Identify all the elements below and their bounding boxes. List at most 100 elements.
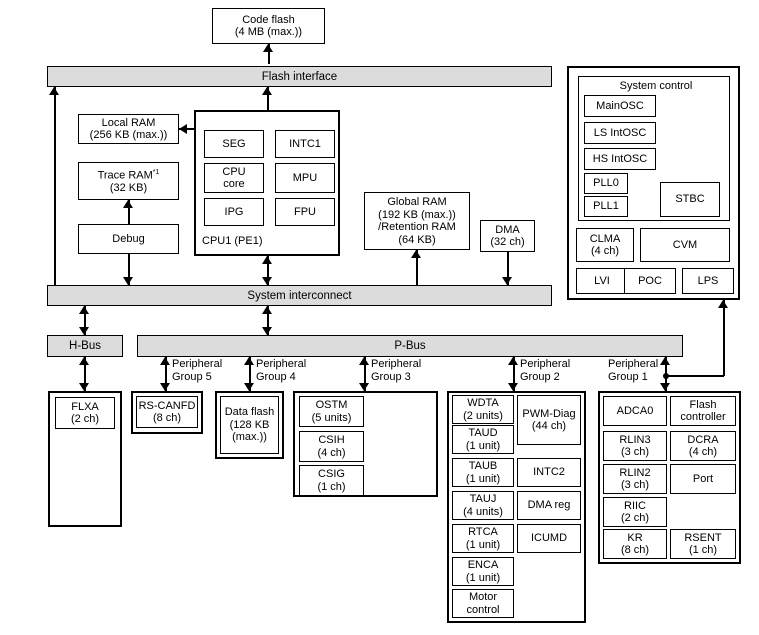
arrow-down-to-interconnect-cpu1	[262, 277, 272, 285]
line-interconnect-pbus	[267, 306, 269, 335]
line-cpu1-flashif	[267, 87, 269, 110]
block-trace-ram: Trace RAM*1(32 KB)	[78, 162, 179, 200]
line-pbus-group2	[513, 357, 515, 391]
block-rtca: RTCA (1 unit)	[452, 524, 514, 553]
block-dma-reg: DMA reg	[517, 491, 581, 520]
block-pwm-diag: PWM-Diag (44 ch)	[517, 395, 581, 445]
block-clma: CLMA (4 ch)	[576, 228, 634, 262]
block-lps: LPS	[682, 268, 734, 294]
block-flxa: FLXA (2 ch)	[55, 397, 115, 429]
block-local-ram: Local RAM (256 KB (max.))	[78, 114, 179, 144]
block-dma: DMA (32 ch)	[480, 220, 535, 252]
line-codeflash-flashif	[268, 44, 270, 64]
arrow-down-to-interconnect-dma	[502, 277, 512, 285]
block-enca: ENCA (1 unit)	[452, 557, 514, 586]
bar-p-bus: P-Bus	[137, 335, 683, 357]
block-data-flash: Data flash (128 KB (max.))	[220, 396, 279, 454]
block-mainosc: MainOSC	[584, 95, 656, 117]
arrow-up-group5	[160, 357, 170, 365]
block-code-flash: Code flash (4 MB (max.))	[212, 8, 325, 44]
block-rlin2: RLIN2 (3 ch)	[603, 464, 667, 494]
arrow-down-to-flxa	[79, 383, 89, 391]
label-peripheral-group-2: Peripheral Group 2	[520, 358, 571, 383]
label-cpu1-pe1: CPU1 (PE1)	[202, 235, 263, 247]
block-ostm: OSTM (5 units)	[299, 396, 364, 427]
trace-ram-text: Trace RAM*1(32 KB)	[97, 169, 160, 195]
block-ls-intosc: LS IntOSC	[584, 122, 656, 144]
arrow-down-group5	[160, 383, 170, 391]
block-taud: TAUD (1 unit)	[452, 425, 514, 454]
block-kr: KR (8 ch)	[603, 529, 667, 559]
label-peripheral-group-5: Peripheral Group 5	[172, 358, 223, 383]
block-dcra: DCRA (4 ch)	[670, 431, 736, 461]
arrow-up-to-interconnect-pbus	[262, 306, 272, 314]
arrow-left-to-localram	[179, 124, 187, 134]
arrow-up-to-codeflash	[263, 44, 273, 52]
block-rs-canfd: RS-CANFD (8 ch)	[136, 396, 198, 428]
line-hbus-flxa	[84, 357, 86, 391]
line-debug-interconnect	[128, 254, 130, 285]
block-icumd: ICUMD	[517, 524, 581, 553]
block-fpu: FPU	[275, 198, 335, 226]
arrow-down-to-pbus	[262, 327, 272, 335]
block-rsent: RSENT (1 ch)	[670, 529, 736, 559]
block-pll1: PLL1	[584, 196, 628, 217]
line-pbus-group4	[249, 357, 251, 391]
block-lvi: LVI	[576, 268, 628, 294]
arrow-down-group1	[660, 383, 670, 391]
block-hs-intosc: HS IntOSC	[584, 148, 656, 170]
block-cpu-core: CPU core	[204, 163, 264, 193]
block-motor-control: Motor control	[452, 589, 514, 618]
block-debug: Debug	[78, 224, 179, 254]
block-intc1: INTC1	[275, 130, 335, 158]
line-cpu1-localram	[179, 128, 195, 130]
block-port: Port	[670, 464, 736, 494]
label-system-control: System control	[619, 80, 693, 92]
line-pbus-group5	[165, 357, 167, 391]
arrow-up-group4	[244, 357, 254, 365]
line-dma-interconnect	[507, 252, 509, 285]
block-mpu: MPU	[275, 163, 335, 193]
arrow-up-group1	[660, 357, 670, 365]
arrow-up-to-traceram	[123, 200, 133, 208]
line-pbus-group3	[364, 357, 366, 391]
block-taub: TAUB (1 unit)	[452, 458, 514, 487]
arrow-down-to-hbus	[79, 327, 89, 335]
label-peripheral-group-4: Peripheral Group 4	[256, 358, 307, 383]
block-flash-controller: Flash controller	[670, 396, 736, 426]
trace-ram-footnote: *1	[152, 169, 160, 177]
line-group1-branch-h	[665, 375, 724, 377]
label-peripheral-group-3: Peripheral Group 3	[371, 358, 422, 383]
arrow-up-to-flashif	[262, 87, 272, 95]
block-stbc: STBC	[660, 182, 720, 217]
arrow-down-group2	[508, 383, 518, 391]
arrow-up-to-flashif-left	[49, 87, 59, 95]
line-debug-traceram	[128, 200, 130, 224]
block-csih: CSIH (4 ch)	[299, 431, 364, 462]
line-cpu1-interconnect	[267, 256, 269, 285]
arrow-down-group3	[359, 383, 369, 391]
block-seg: SEG	[204, 130, 264, 158]
arrow-up-to-hbus-flxa	[79, 357, 89, 365]
block-ipg: IPG	[204, 198, 264, 226]
line-globalram-interconnect	[416, 250, 418, 285]
block-adca0: ADCA0	[603, 396, 667, 426]
block-poc: POC	[624, 268, 676, 294]
arrow-up-group3	[359, 357, 369, 365]
block-global-ram: Global RAM (192 KB (max.)) /Retention RA…	[364, 192, 470, 250]
line-interconnect-flashif	[54, 87, 56, 285]
arrow-down-group4	[244, 383, 254, 391]
arrow-up-to-system-control	[718, 300, 728, 308]
arrow-down-to-interconnect-debug	[123, 277, 133, 285]
line-group1-branch-v	[723, 300, 725, 376]
block-csig: CSIG (1 ch)	[299, 465, 364, 496]
bar-system-interconnect: System interconnect	[47, 285, 552, 306]
block-pll0: PLL0	[584, 173, 628, 194]
line-interconnect-hbus	[84, 306, 86, 335]
block-cvm: CVM	[640, 228, 730, 262]
block-rlin3: RLIN3 (3 ch)	[603, 431, 667, 461]
arrow-up-to-cpu1	[262, 256, 272, 264]
label-peripheral-group-1: Peripheral Group 1	[608, 358, 659, 383]
block-intc2: INTC2	[517, 458, 581, 487]
